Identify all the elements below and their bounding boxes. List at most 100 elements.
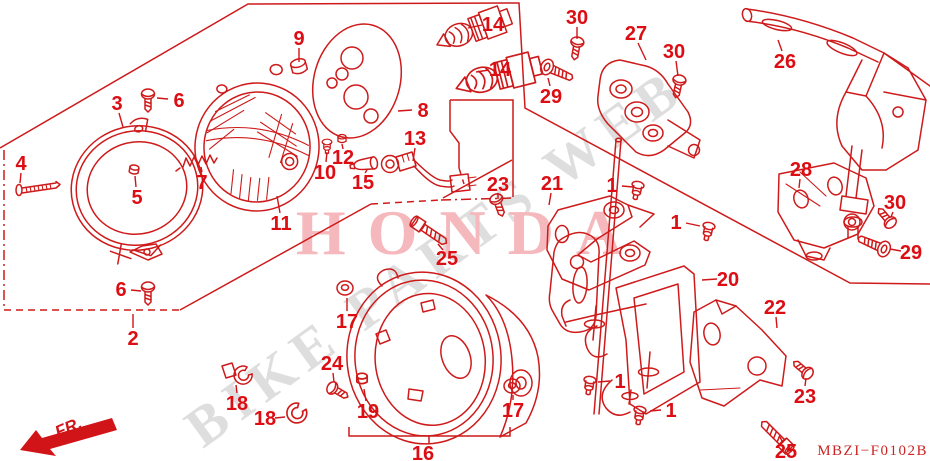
screw-icon (567, 35, 586, 62)
part-stay-26 (741, 7, 930, 240)
front-direction-arrow: FR. (20, 413, 117, 456)
leader-line-23b (804, 377, 807, 387)
watermark-honda: HONDA (296, 197, 644, 268)
screw-icon (323, 379, 352, 404)
part-code: MBZI−F0102B (817, 443, 928, 459)
leader-line-24 (332, 372, 335, 383)
callout-25b: 25 (775, 441, 797, 461)
leader-line-18a (235, 384, 238, 394)
leader-line-11 (276, 195, 281, 214)
callout-25a: 25 (436, 248, 458, 270)
leader-line-20 (701, 278, 718, 281)
part-rim-clip (129, 243, 163, 261)
callout-3: 3 (111, 93, 122, 115)
callout-30b: 30 (663, 41, 685, 63)
part-gasket (311, 23, 403, 139)
part-bracket-27 (596, 59, 701, 159)
part-rubber-cap (289, 58, 309, 75)
leader-line-14a (467, 24, 483, 29)
leader-line-13 (412, 147, 416, 162)
callout-6b: 6 (115, 279, 126, 301)
callout-5: 5 (131, 187, 142, 209)
callout-14b: 14 (489, 59, 512, 81)
part-headlight-unit (194, 63, 320, 212)
leader-line-29b (889, 248, 902, 252)
leader-line-27 (637, 42, 647, 61)
leader-line-4 (19, 172, 22, 184)
callout-23a: 23 (487, 174, 509, 196)
part-bracket-28 (777, 162, 875, 261)
callout-9: 9 (293, 28, 304, 50)
leader-line-15 (364, 169, 368, 174)
part-bracket-22 (689, 299, 787, 407)
leader-line-8 (397, 109, 413, 112)
callout-1a: 1 (606, 175, 617, 197)
callout-4: 4 (15, 153, 27, 175)
leader-line-6a (156, 97, 169, 100)
callout-30a: 30 (566, 7, 588, 29)
nut-icon (128, 163, 141, 176)
leader-line-3 (118, 112, 124, 128)
leader-line-30c (890, 211, 894, 218)
leader-line-14b (475, 69, 490, 73)
callout-16: 16 (412, 443, 434, 461)
callout-2: 2 (127, 328, 138, 350)
bolt-icon (581, 374, 598, 397)
bolt-icon (631, 404, 648, 427)
parts-artwork (15, 2, 930, 457)
callout-12: 12 (332, 147, 354, 169)
callout-18a: 18 (226, 393, 248, 415)
leader-line-1b (685, 222, 701, 227)
callout-29b: 29 (900, 242, 922, 264)
callout-27: 27 (625, 23, 647, 45)
callout-17b: 17 (502, 400, 524, 422)
bolt-icon (537, 56, 577, 87)
leader-line-5 (134, 175, 137, 188)
leader-line-25b (779, 436, 784, 444)
part-clamp-block (221, 362, 253, 385)
leader-line-12 (341, 143, 344, 150)
arrow-icon (20, 418, 117, 456)
callout-6a: 6 (173, 90, 184, 112)
callout-14a: 14 (482, 14, 505, 36)
leader-line-1a (621, 185, 634, 188)
part-headlight-case (346, 268, 541, 445)
callout-19: 19 (357, 401, 379, 423)
callout-8: 8 (417, 100, 428, 122)
leader-line-10 (325, 151, 328, 163)
callout-24: 24 (321, 353, 344, 375)
callout-15: 15 (352, 172, 374, 194)
callout-10: 10 (314, 162, 336, 184)
leader-line-18b (274, 416, 286, 419)
screw-icon (788, 355, 817, 383)
leader-line-26 (777, 39, 783, 52)
part-screw-long (15, 180, 61, 197)
callout-29a: 29 (540, 86, 562, 108)
part-spring (175, 154, 218, 172)
leader-line-1c (597, 380, 611, 383)
leader-line-21 (548, 192, 552, 206)
part-pilot-bulb (349, 156, 379, 171)
leader-line-22 (775, 316, 778, 329)
callout-30c: 30 (884, 192, 906, 214)
leader-line-29a (547, 77, 551, 87)
leader-line-28 (798, 178, 801, 189)
clamp-icon (283, 400, 310, 426)
nut-icon (337, 133, 347, 144)
callout-26: 26 (774, 51, 796, 73)
callout-28: 28 (790, 159, 812, 181)
screw-icon (321, 138, 333, 155)
callout-1b: 1 (670, 212, 681, 234)
callout-7: 7 (196, 172, 207, 194)
callout-1c: 1 (614, 371, 625, 393)
callout-13: 13 (404, 128, 426, 150)
bolt-icon (699, 220, 717, 243)
bolt-icon (854, 229, 894, 260)
callout-23b: 23 (794, 386, 816, 408)
callout-17a: 17 (336, 311, 358, 333)
leader-line-19 (363, 388, 367, 402)
leader-line-7 (200, 166, 203, 173)
